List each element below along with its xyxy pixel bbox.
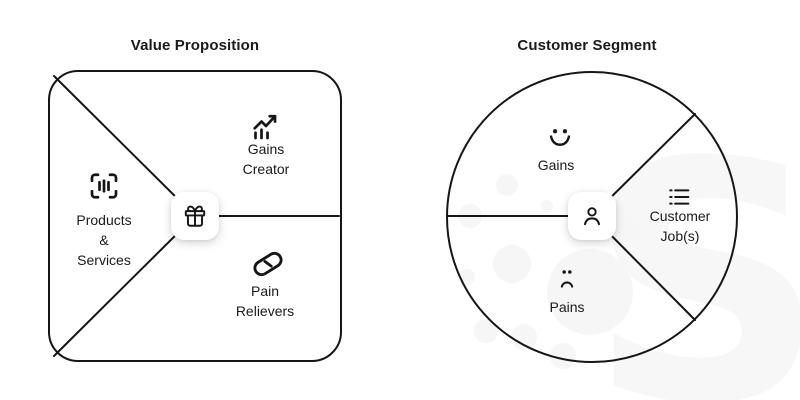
value-proposition-box xyxy=(48,70,342,362)
customer-segment-circle xyxy=(446,71,738,363)
gains-creator-label: Gains Creator xyxy=(242,141,290,177)
pill-icon xyxy=(253,251,283,277)
smiley-face-icon xyxy=(549,129,571,146)
cs-center-card xyxy=(568,192,616,240)
gift-icon xyxy=(184,205,206,227)
frown-face-icon xyxy=(560,270,574,288)
pains-label: Pains xyxy=(549,299,585,315)
vp-divider-lines xyxy=(53,75,340,357)
person-icon xyxy=(583,207,601,226)
value-proposition-title: Value Proposition xyxy=(130,37,260,54)
chart-increase-icon xyxy=(253,114,277,140)
customer-jobs-label: Customer Job(s) xyxy=(649,208,711,244)
gains-label: Gains xyxy=(537,157,575,173)
pain-relievers-label: Pain Relievers xyxy=(235,283,295,319)
products-services-label: Products & Services xyxy=(76,212,132,268)
task-list-icon xyxy=(669,189,690,205)
barcode-scan-icon xyxy=(90,173,118,199)
customer-segment-title: Customer Segment xyxy=(517,37,657,54)
vp-center-card xyxy=(171,192,219,240)
